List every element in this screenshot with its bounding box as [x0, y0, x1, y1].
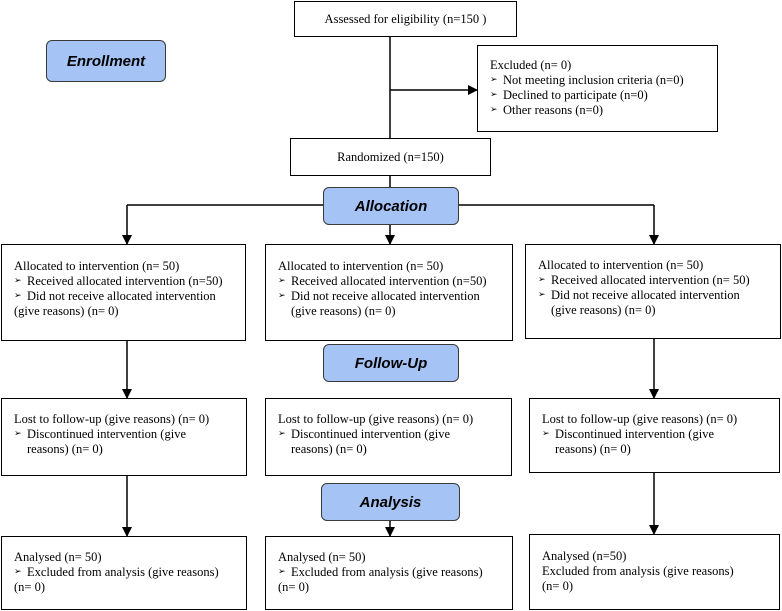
followup-box-1: Lost to follow-up (give reasons) (n= 0) …	[1, 398, 247, 476]
not-received-item: Did not receive allocated intervention	[14, 289, 245, 304]
analysed-count: Analysed (n= 50)	[14, 550, 102, 564]
discontinued-reasons: reasons) (n= 0)	[555, 442, 631, 456]
not-received-item: Did not receive allocated intervention	[538, 288, 780, 303]
discontinued-item: Discontinued intervention (give	[542, 427, 779, 442]
followup-box-2: Lost to follow-up (give reasons) (n= 0) …	[265, 398, 512, 476]
discontinued-item: Discontinued intervention (give	[14, 427, 246, 442]
excluded-item: Other reasons (n=0)	[490, 103, 717, 118]
lost-to-follow-up: Lost to follow-up (give reasons) (n= 0)	[278, 412, 474, 426]
excluded-analysis-n: (n= 0)	[14, 580, 45, 594]
discontinued-item: Discontinued intervention (give	[278, 427, 511, 442]
analysis-box-2: Analysed (n= 50) Excluded from analysis …	[265, 536, 513, 610]
stage-follow-up-label: Follow-Up	[354, 354, 428, 372]
excluded-analysis-item: Excluded from analysis (give reasons)	[14, 565, 246, 580]
excluded-item: Declined to participate (n=0)	[490, 88, 717, 103]
allocated-title: Allocated to intervention (n= 50)	[14, 259, 180, 273]
lost-to-follow-up: Lost to follow-up (give reasons) (n= 0)	[542, 412, 738, 426]
randomized-box: Randomized (n=150)	[290, 138, 491, 176]
received-item: Received allocated intervention (n=50)	[278, 274, 512, 289]
lost-to-follow-up: Lost to follow-up (give reasons) (n= 0)	[14, 412, 210, 426]
excluded-analysis-item: Excluded from analysis (give reasons)	[278, 565, 512, 580]
stage-analysis: Analysis	[321, 483, 460, 521]
analysed-count: Analysed (n=50)	[542, 549, 627, 563]
stage-allocation-label: Allocation	[354, 197, 428, 215]
allocated-title: Allocated to intervention (n= 50)	[278, 259, 444, 273]
allocation-box-2: Allocated to intervention (n= 50) Receiv…	[265, 244, 513, 341]
analysis-box-3: Analysed (n=50) Excluded from analysis (…	[529, 534, 780, 610]
not-received-reasons: (give reasons) (n= 0)	[551, 303, 656, 317]
randomized-text: Randomized (n=150)	[337, 149, 444, 164]
allocated-title: Allocated to intervention (n= 50)	[538, 258, 704, 272]
excluded-analysis-item: Excluded from analysis (give reasons)	[542, 564, 734, 578]
assessed-text: Assessed for eligibility (n=150 )	[324, 11, 487, 26]
stage-enrollment-label: Enrollment	[66, 52, 146, 70]
analysis-box-1: Analysed (n= 50) Excluded from analysis …	[1, 536, 247, 610]
assessed-box: Assessed for eligibility (n=150 )	[294, 1, 517, 37]
excluded-box: Excluded (n= 0) Not meeting inclusion cr…	[477, 45, 718, 132]
received-item: Received allocated intervention (n=50)	[14, 274, 245, 289]
discontinued-reasons: reasons) (n= 0)	[291, 442, 367, 456]
excluded-title: Excluded (n= 0)	[490, 58, 572, 72]
analysed-count: Analysed (n= 50)	[278, 550, 366, 564]
excluded-analysis-n: (n= 0)	[542, 579, 573, 593]
excluded-analysis-n: (n= 0)	[278, 580, 309, 594]
stage-follow-up: Follow-Up	[323, 344, 459, 382]
not-received-reasons: (give reasons) (n= 0)	[14, 304, 119, 318]
stage-analysis-label: Analysis	[359, 493, 422, 511]
followup-box-3: Lost to follow-up (give reasons) (n= 0) …	[529, 398, 780, 473]
stage-allocation: Allocation	[323, 187, 459, 225]
allocation-box-1: Allocated to intervention (n= 50) Receiv…	[1, 244, 246, 341]
allocation-box-3: Allocated to intervention (n= 50) Receiv…	[525, 244, 781, 339]
stage-enrollment: Enrollment	[46, 40, 166, 82]
received-item: Received allocated intervention (n= 50)	[538, 273, 780, 288]
not-received-reasons: (give reasons) (n= 0)	[291, 304, 396, 318]
discontinued-reasons: reasons) (n= 0)	[27, 442, 103, 456]
not-received-item: Did not receive allocated intervention	[278, 289, 512, 304]
excluded-item: Not meeting inclusion criteria (n=0)	[490, 73, 717, 88]
